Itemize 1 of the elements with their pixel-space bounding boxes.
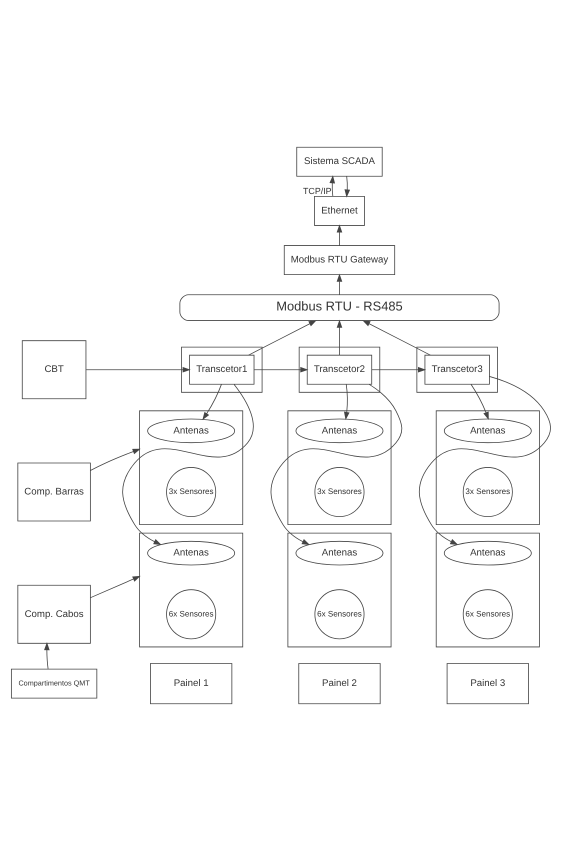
edge-label: TCP/IP [303,185,332,196]
